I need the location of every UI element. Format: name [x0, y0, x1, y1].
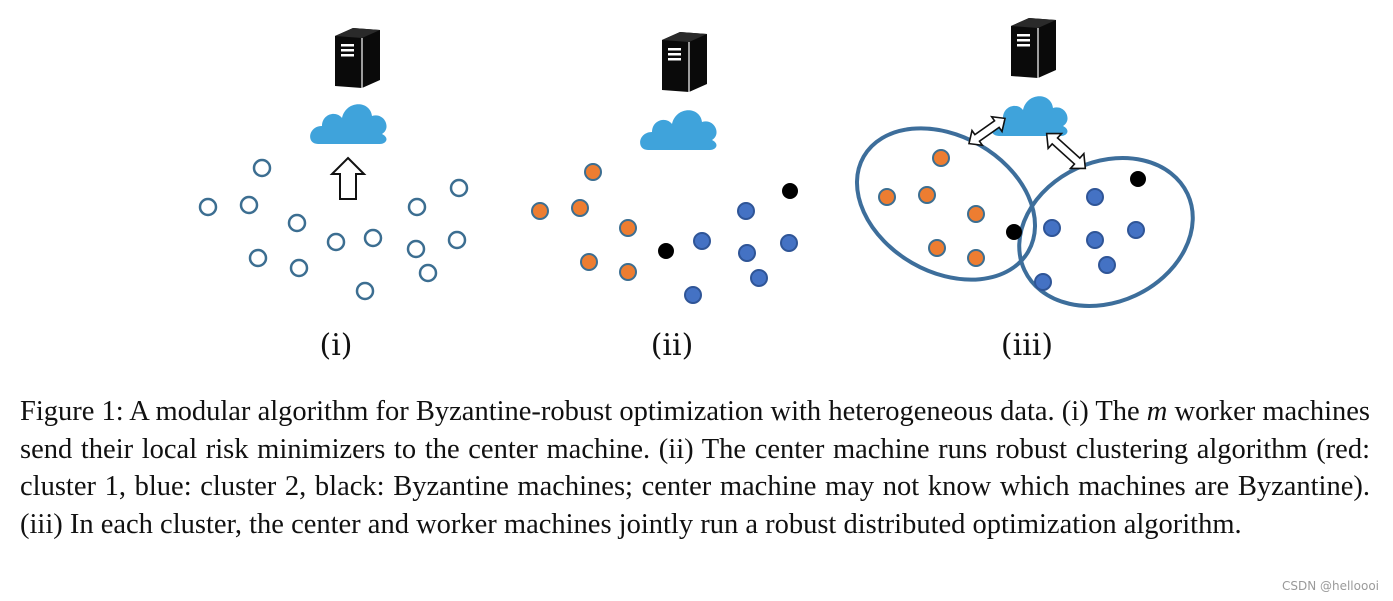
cluster-2-ellipse: [1017, 156, 1195, 308]
server-icon: [1010, 17, 1057, 79]
figure-illustration: (i) (ii): [198, 17, 1195, 363]
panel-label-ii: (ii): [651, 328, 694, 363]
double-arrow-icon-left: [967, 115, 1007, 147]
caption-math-m: m: [1146, 396, 1168, 427]
caption-figure-label: Figure 1:: [20, 396, 124, 427]
blue-cluster-nodes: [1034, 188, 1145, 291]
panel-label-iii: (iii): [1001, 328, 1053, 363]
red-cluster-nodes: [531, 163, 637, 281]
byzantine-nodes: [1006, 171, 1146, 240]
server-icon: [661, 31, 708, 93]
panel-ii: (ii): [531, 31, 798, 363]
caption-text-line1: A modular algorithm for Byzantine-robust…: [129, 396, 1140, 427]
panel-iii: (iii): [854, 17, 1195, 363]
panel-i: (i): [198, 27, 469, 363]
cloud-icon: [310, 104, 387, 144]
blue-cluster-nodes: [684, 202, 798, 304]
red-cluster-nodes: [878, 149, 985, 267]
cloud-icon: [640, 110, 717, 150]
double-arrow-icon-right: [1045, 132, 1087, 170]
worker-nodes: [198, 158, 469, 301]
watermark: CSDN @helloooi: [1281, 579, 1379, 593]
server-icon: [334, 27, 381, 89]
panel-label-i: (i): [319, 328, 352, 363]
upload-arrow-icon: [329, 156, 367, 200]
byzantine-nodes: [658, 183, 798, 259]
figure-caption: Figure 1: A modular algorithm for Byzant…: [20, 393, 1370, 543]
caption-text-rest: worker machines send their local risk mi…: [20, 396, 1370, 540]
